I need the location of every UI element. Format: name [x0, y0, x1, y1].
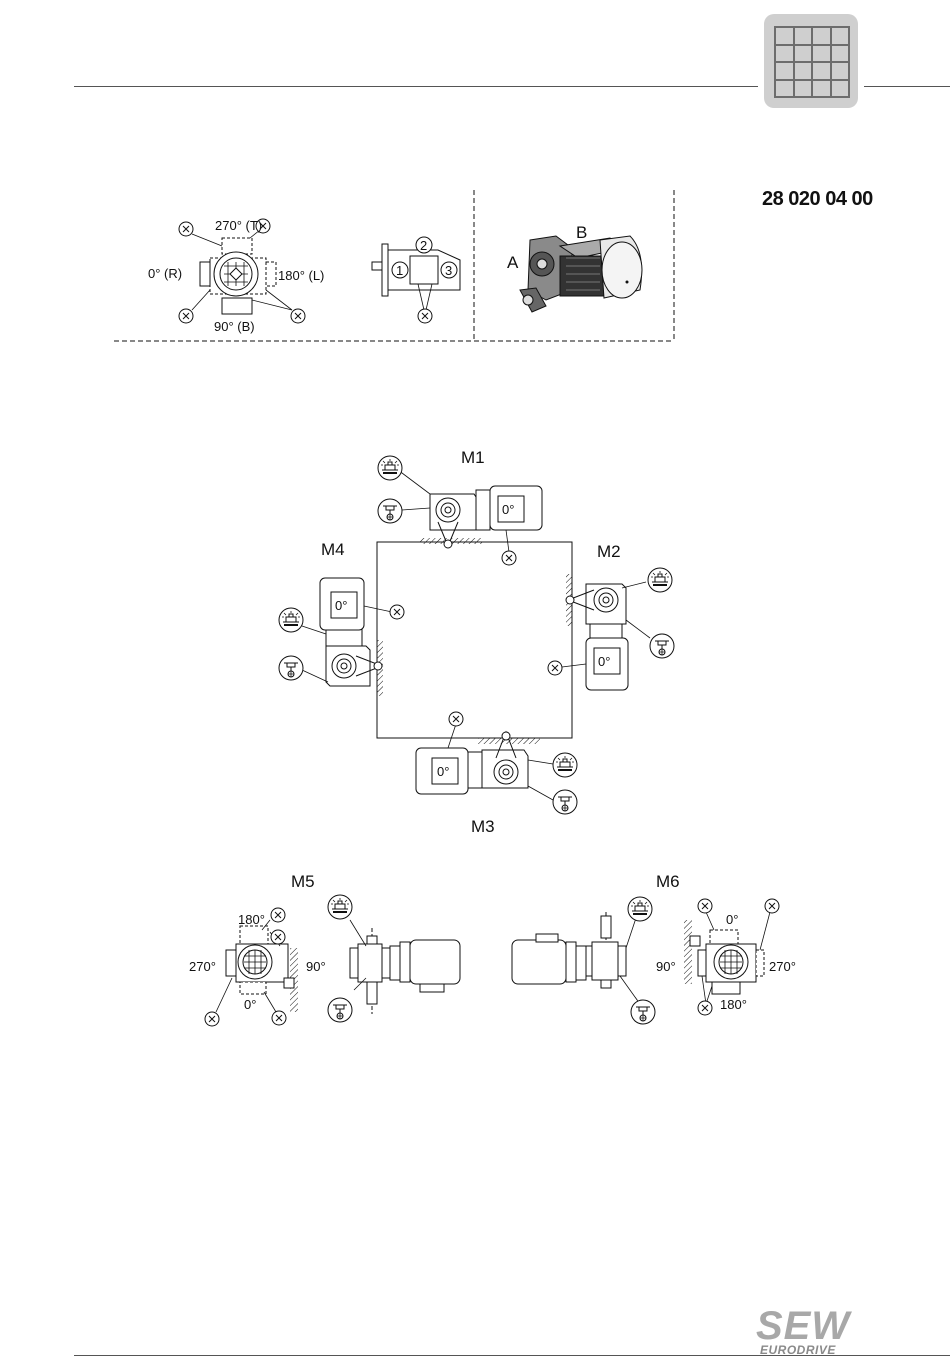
- gearmotor-m5-side: [328, 895, 460, 1022]
- x-marker-icon: [765, 899, 779, 913]
- view-label-a: A: [507, 253, 519, 272]
- orientation-label-bottom: 90° (B): [214, 319, 255, 334]
- x-marker-icon: [449, 712, 463, 726]
- motor-angle-m4: 0°: [335, 598, 347, 613]
- logo-sub: EURODRIVE: [760, 1343, 836, 1357]
- x-marker-icon: [271, 930, 285, 944]
- gearmotor-m1: [378, 456, 542, 565]
- m6-label-90: 90°: [656, 959, 676, 974]
- cable-entry-side-figure: [372, 237, 460, 323]
- x-marker-icon: [291, 309, 305, 323]
- sew-eurodrive-logo: SEW EURODRIVE: [754, 1310, 864, 1360]
- m5-label-270: 270°: [189, 959, 216, 974]
- gearmotor-m6-side: [512, 897, 655, 1024]
- side-number-1: 1: [396, 263, 403, 278]
- breather-valve-icon: [328, 895, 352, 919]
- m6-label-0: 0°: [726, 912, 738, 927]
- drain-plug-icon: [631, 1000, 655, 1024]
- drain-plug-icon: [553, 790, 577, 814]
- gearmotor-isometric-illustration: [520, 236, 642, 312]
- breather-valve-icon: [628, 897, 652, 921]
- mounting-label-m5: M5: [291, 872, 315, 891]
- mounting-label-m4: M4: [321, 540, 345, 559]
- gearmotor-m4: [279, 578, 404, 696]
- x-marker-icon: [502, 551, 516, 565]
- breather-valve-icon: [378, 456, 402, 480]
- x-marker-icon: [179, 222, 193, 236]
- mounting-frame-square: [377, 542, 572, 738]
- view-label-b: B: [576, 223, 587, 242]
- breather-valve-icon: [648, 568, 672, 592]
- orientation-label-left: 180° (L): [278, 268, 324, 283]
- orientation-label-right: 0° (R): [148, 266, 182, 281]
- drain-plug-icon: [378, 499, 402, 523]
- x-marker-icon: [271, 908, 285, 922]
- m5-label-90: 90°: [306, 959, 326, 974]
- motor-angle-m1: 0°: [502, 502, 514, 517]
- mounting-label-m1: M1: [461, 448, 485, 467]
- x-marker-icon: [272, 1011, 286, 1025]
- side-number-2: 2: [420, 238, 427, 253]
- drain-plug-icon: [650, 634, 674, 658]
- x-marker-icon: [698, 1001, 712, 1015]
- gearmotor-m2: [548, 568, 674, 690]
- gearmotor-m3: [416, 712, 577, 814]
- x-marker-icon: [205, 1012, 219, 1026]
- x-marker-icon: [390, 605, 404, 619]
- x-marker-icon: [179, 309, 193, 323]
- mounting-label-m2: M2: [597, 542, 621, 561]
- breather-valve-icon: [279, 608, 303, 632]
- x-marker-icon: [418, 309, 432, 323]
- drain-plug-icon: [328, 998, 352, 1022]
- motor-angle-m3: 0°: [437, 764, 449, 779]
- m6-label-270: 270°: [769, 959, 796, 974]
- side-number-3: 3: [445, 263, 452, 278]
- m5-label-180: 180°: [238, 912, 265, 927]
- mounting-label-m6: M6: [656, 872, 680, 891]
- x-marker-icon: [698, 899, 712, 913]
- mounting-label-m3: M3: [471, 817, 495, 836]
- breather-valve-icon: [553, 753, 577, 777]
- drain-plug-icon: [279, 656, 303, 680]
- x-marker-icon: [548, 661, 562, 675]
- m5-label-0: 0°: [244, 997, 256, 1012]
- m6-label-180: 180°: [720, 997, 747, 1012]
- orientation-label-top: 270° (T): [215, 218, 262, 233]
- motor-angle-m2: 0°: [598, 654, 610, 669]
